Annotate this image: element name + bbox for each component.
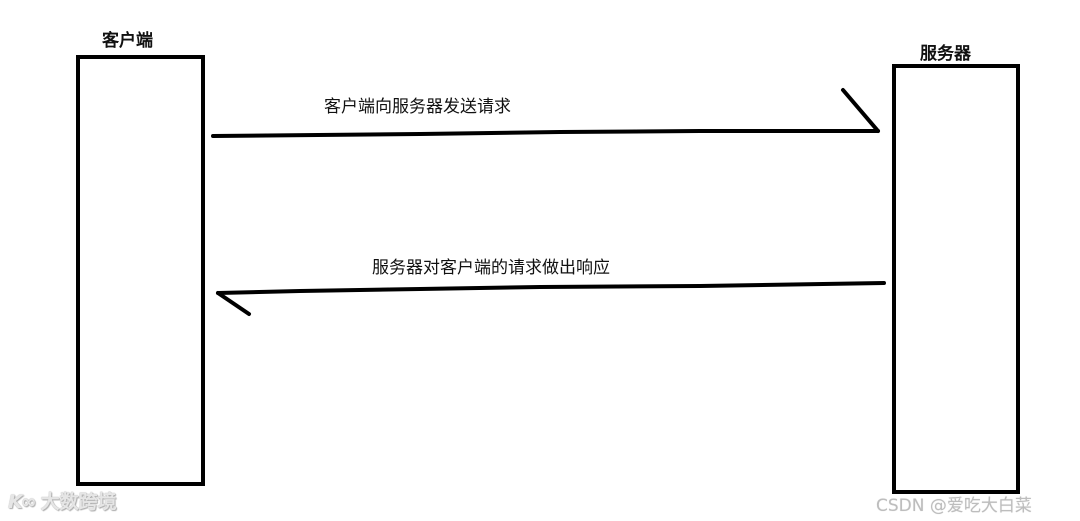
- watermark-right: CSDN @爱吃大白菜: [876, 496, 1032, 516]
- watermark-left: K∞大数跨境: [8, 487, 117, 514]
- watermark-left-text: 大数跨境: [40, 491, 117, 513]
- server-title: 服务器: [920, 44, 971, 64]
- response-label: 服务器对客户端的请求做出响应: [372, 258, 610, 278]
- response-arrow: [216, 281, 886, 316]
- watermark-logo-icon: K∞: [8, 491, 37, 513]
- request-arrow: [211, 88, 880, 138]
- server-box: [892, 64, 1020, 494]
- client-title: 客户端: [102, 31, 153, 51]
- request-label: 客户端向服务器发送请求: [324, 97, 511, 117]
- client-box: [76, 55, 205, 486]
